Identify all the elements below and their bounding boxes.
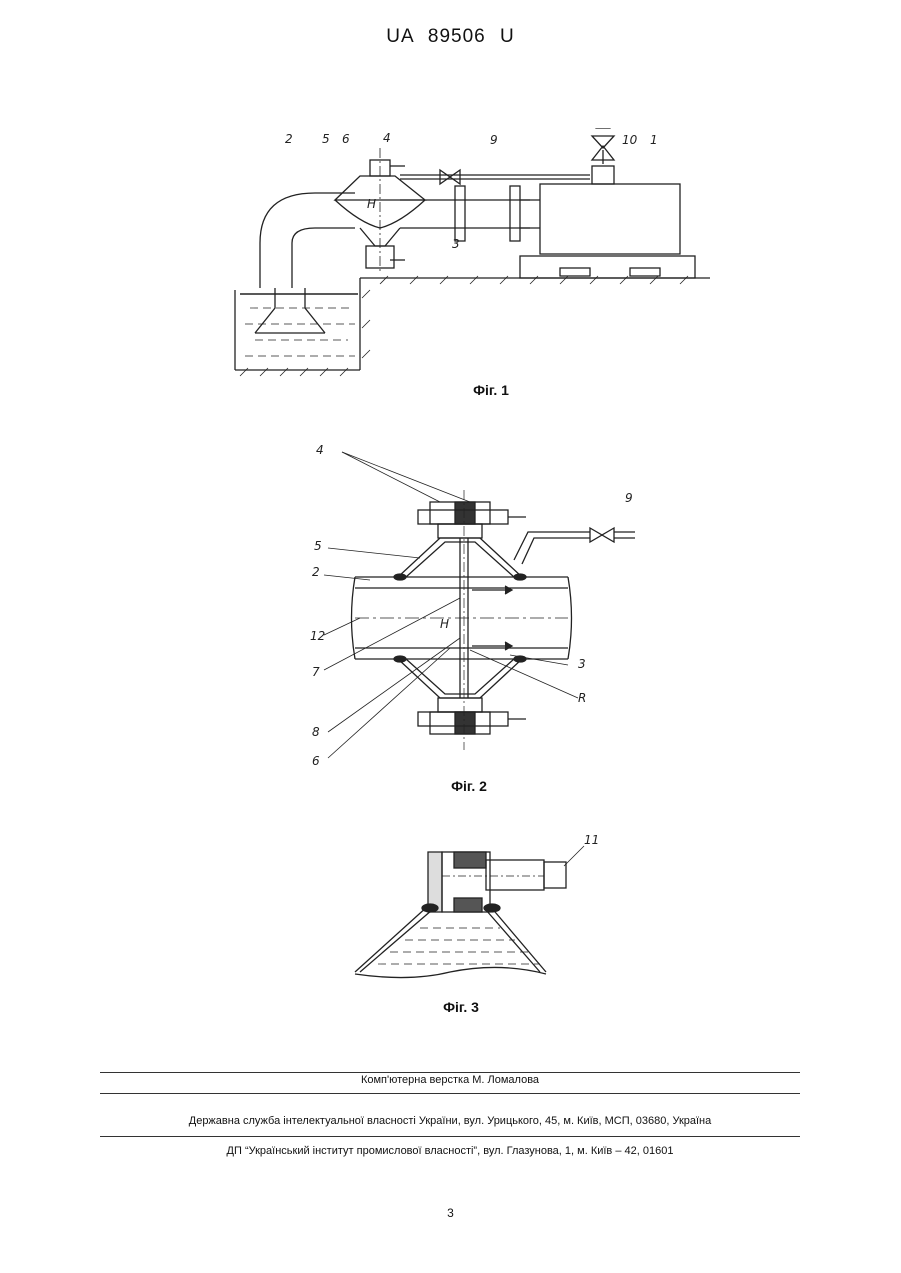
footer-divider <box>100 1072 800 1073</box>
label-9: 9 <box>625 491 633 505</box>
figure-1-labels: 2 5 6 4 9 10 1 3 H <box>285 131 658 251</box>
agency-address: Державна служба інтелектуальної власност… <box>100 1115 800 1127</box>
footer-divider <box>100 1093 800 1094</box>
label-h: H <box>367 197 376 211</box>
label-4: 4 <box>383 131 391 145</box>
label-2: 2 <box>285 132 293 146</box>
label-9: 9 <box>490 133 498 147</box>
figure-2-drawing: 4 9 5 2 12 7 8 6 3 R H <box>300 440 640 770</box>
figure-3-drawing: 11 <box>350 832 610 992</box>
figure-2-caption: Фіг. 2 <box>369 778 569 794</box>
label-r: R <box>578 691 586 705</box>
label-4: 4 <box>316 443 324 457</box>
figure-1-caption: Фіг. 1 <box>391 382 591 398</box>
figure-1-drawing: 2 5 6 4 9 10 1 3 H <box>230 128 720 378</box>
patent-number: UA 89506 U <box>0 26 901 48</box>
label-7: 7 <box>312 665 320 679</box>
label-5: 5 <box>322 132 330 146</box>
figure-3-caption: Фіг. 3 <box>361 999 561 1015</box>
label-1: 1 <box>650 133 658 147</box>
label-8: 8 <box>312 725 320 739</box>
label-12: 12 <box>310 629 325 643</box>
institute-address: ДП “Український інститут промислової вла… <box>100 1145 800 1157</box>
label-h: H <box>440 617 449 631</box>
footer-divider <box>100 1136 800 1137</box>
layout-credit: Комп'ютерна верстка М. Ломалова <box>100 1074 800 1086</box>
label-3: 3 <box>452 237 460 251</box>
label-11: 11 <box>584 833 599 847</box>
label-5: 5 <box>314 539 322 553</box>
label-3: 3 <box>578 657 586 671</box>
label-6: 6 <box>342 132 350 146</box>
label-2: 2 <box>312 565 320 579</box>
page-number: 3 <box>0 1206 901 1220</box>
label-6: 6 <box>312 754 320 768</box>
figure-3-labels: 11 <box>584 833 599 847</box>
label-10: 10 <box>622 133 638 147</box>
